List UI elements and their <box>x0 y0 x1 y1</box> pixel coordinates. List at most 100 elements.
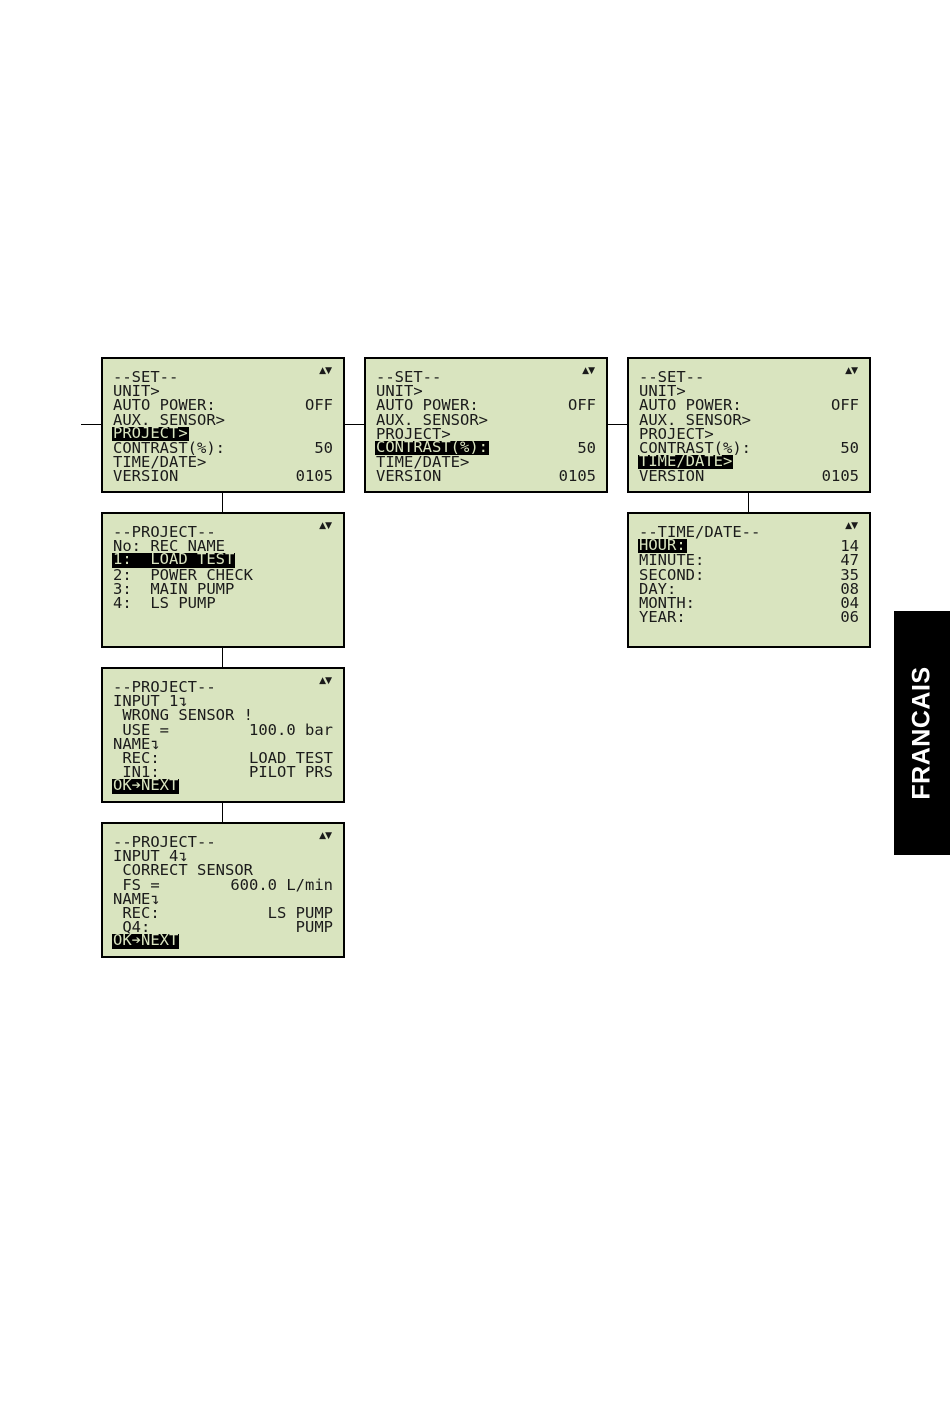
language-tab: FRANCAIS <box>894 611 950 855</box>
lcd-row: UNIT> <box>639 383 859 399</box>
lcd-row: UNIT> <box>376 383 596 399</box>
connector-line-left-lead <box>81 424 101 425</box>
lcd-row-label: --SET-- <box>639 368 705 386</box>
connector-line-set3-timedate <box>748 493 749 512</box>
lcd-row-value: 06 <box>840 608 859 627</box>
lcd-row: AUX. SENSOR> <box>376 410 596 429</box>
lcd-row: NAME↴ <box>113 734 333 753</box>
lcd-row-value: 0105 <box>295 467 333 486</box>
lcd-row: REC:LOAD TEST <box>113 748 333 767</box>
lcd-row: --SET-- <box>376 369 596 385</box>
lcd-row: --TIME/DATE-- <box>639 523 859 541</box>
lcd-row-label: VERSION <box>639 467 705 486</box>
lcd-row-label: VERSION <box>113 467 179 486</box>
lcd-row: WRONG SENSOR ! <box>113 706 333 725</box>
scroll-arrows-icon: ▲▼ <box>845 366 858 376</box>
lcd-row-label: AUTO POWER: <box>639 396 742 415</box>
lcd-row-label: AUX. SENSOR> <box>639 410 751 429</box>
scroll-arrows-icon: ▲▼ <box>582 366 595 376</box>
lcd-row: --PROJECT-- <box>113 678 333 696</box>
connector-line-input1-input4 <box>222 803 223 822</box>
lcd-row: CORRECT SENSOR <box>113 863 333 879</box>
lcd-row-value: OFF <box>568 396 596 415</box>
lcd-row: 2: POWER CHECK <box>113 565 333 584</box>
lcd-row-label: VERSION <box>376 467 442 486</box>
lcd-row-value: OFF <box>831 396 859 415</box>
lcd-row-label: 4: LS PUMP <box>113 593 216 612</box>
lcd-row: HOUR: 14 <box>638 536 859 556</box>
lcd-row-label: Q4: <box>113 918 151 937</box>
lcd-row: REC: LS PUMP <box>113 903 333 922</box>
scroll-arrows-icon: ▲▼ <box>845 521 858 531</box>
lcd-row: FS =600.0 L/min <box>113 875 333 894</box>
lcd-row: CONTRAST(%):50 <box>375 437 596 456</box>
lcd-row: CONTRAST(%): 50 <box>639 438 859 457</box>
project-input4-screen: ▲▼--PROJECT--INPUT 4↴ CORRECT SENSOR FS … <box>101 822 345 958</box>
lcd-row: USE =100.0 bar <box>113 720 333 739</box>
lcd-row: MINUTE: 47 <box>639 551 859 570</box>
scroll-arrows-icon: ▲▼ <box>319 521 332 531</box>
lcd-row-label: USE = <box>113 720 169 739</box>
lcd-row: TIME/DATE> <box>113 454 333 470</box>
lcd-row-label: --SET-- <box>113 368 179 386</box>
lcd-row: 1: LOAD TEST <box>112 552 333 568</box>
lcd-row: --SET-- <box>639 368 859 386</box>
lcd-row-value: PUMP <box>295 918 333 937</box>
lcd-row: No: REC NAME <box>113 537 333 556</box>
lcd-row-label: REC: <box>113 748 160 767</box>
lcd-row-label: --PROJECT-- <box>113 678 216 696</box>
set-screen-timedate: ▲▼ --SET--UNIT>AUTO POWER: OFF AUX. SENSOR>… <box>627 357 871 493</box>
lcd-row-value: 08 <box>840 579 859 598</box>
lcd-row-value: 600.0 L/min <box>230 875 333 894</box>
lcd-row: AUX. SENSOR> <box>113 412 333 428</box>
lcd-row-label: UNIT> <box>113 382 160 401</box>
lcd-row-value: 47 <box>840 551 859 570</box>
lcd-row-value: OFF <box>305 396 333 415</box>
lcd-row-label: 2: POWER CHECK <box>113 565 253 584</box>
lcd-row-label: YEAR: <box>639 608 686 627</box>
lcd-row-label: WRONG SENSOR ! <box>113 706 253 725</box>
lcd-row-value: 50 <box>840 438 859 457</box>
lcd-row: INPUT 1↴ <box>113 692 333 711</box>
lcd-row-label: --TIME/DATE-- <box>639 523 761 541</box>
lcd-row-label-highlighted: HOUR: <box>638 536 687 555</box>
lcd-row: MONTH: 04 <box>639 593 859 612</box>
lcd-row-label: NAME↴ <box>113 734 160 753</box>
lcd-row-label-highlighted: CONTRAST(%): <box>375 437 489 456</box>
lcd-row-label: CONTRAST(%): <box>639 438 751 457</box>
lcd-row-label: --PROJECT-- <box>113 833 216 851</box>
lcd-row-label: MONTH: <box>639 593 695 612</box>
lcd-row-label: AUX. SENSOR> <box>376 410 488 429</box>
lcd-row-value: 50 <box>314 438 333 457</box>
connector-line-set1-project <box>222 493 223 512</box>
lcd-row-label: DAY: <box>639 579 677 598</box>
lcd-row-value: 04 <box>840 593 859 612</box>
lcd-row: PROJECT> <box>376 426 596 442</box>
project-input1-screen: ▲▼--PROJECT--INPUT 1↴ WRONG SENSOR ! USE… <box>101 667 345 803</box>
lcd-row-label: MINUTE: <box>639 551 705 570</box>
lcd-row-value: LS PUMP <box>267 903 333 922</box>
lcd-row-value: 14 <box>840 537 859 556</box>
lcd-row-label: INPUT 1↴ <box>113 692 188 711</box>
lcd-row: VERSION 0105 <box>113 467 333 486</box>
lcd-row-label: IN1: <box>113 763 160 782</box>
lcd-row: PROJECT> <box>639 424 859 443</box>
lcd-row: OK➔NEXT <box>112 932 333 949</box>
lcd-row: AUX. SENSOR> <box>639 410 859 429</box>
lcd-row: TIME/DATE> <box>376 454 596 470</box>
lcd-row-label: REC: <box>113 903 160 922</box>
lcd-row: NAME↴ <box>113 891 333 907</box>
lcd-row-label: AUTO POWER: <box>376 396 479 415</box>
lcd-row-label: PROJECT> <box>639 424 714 443</box>
lcd-row: YEAR: 06 <box>639 608 859 627</box>
lcd-row-label: No: REC NAME <box>113 537 225 556</box>
lcd-row-label: SECOND: <box>639 565 705 584</box>
lcd-row: Q4: PUMP <box>113 918 333 937</box>
lcd-row-label: AUTO POWER: <box>113 396 216 415</box>
lcd-row: OK➔NEXT <box>112 777 333 794</box>
lcd-row: CONTRAST(%):50 <box>113 438 333 457</box>
lcd-row: PROJECT> <box>112 425 333 441</box>
